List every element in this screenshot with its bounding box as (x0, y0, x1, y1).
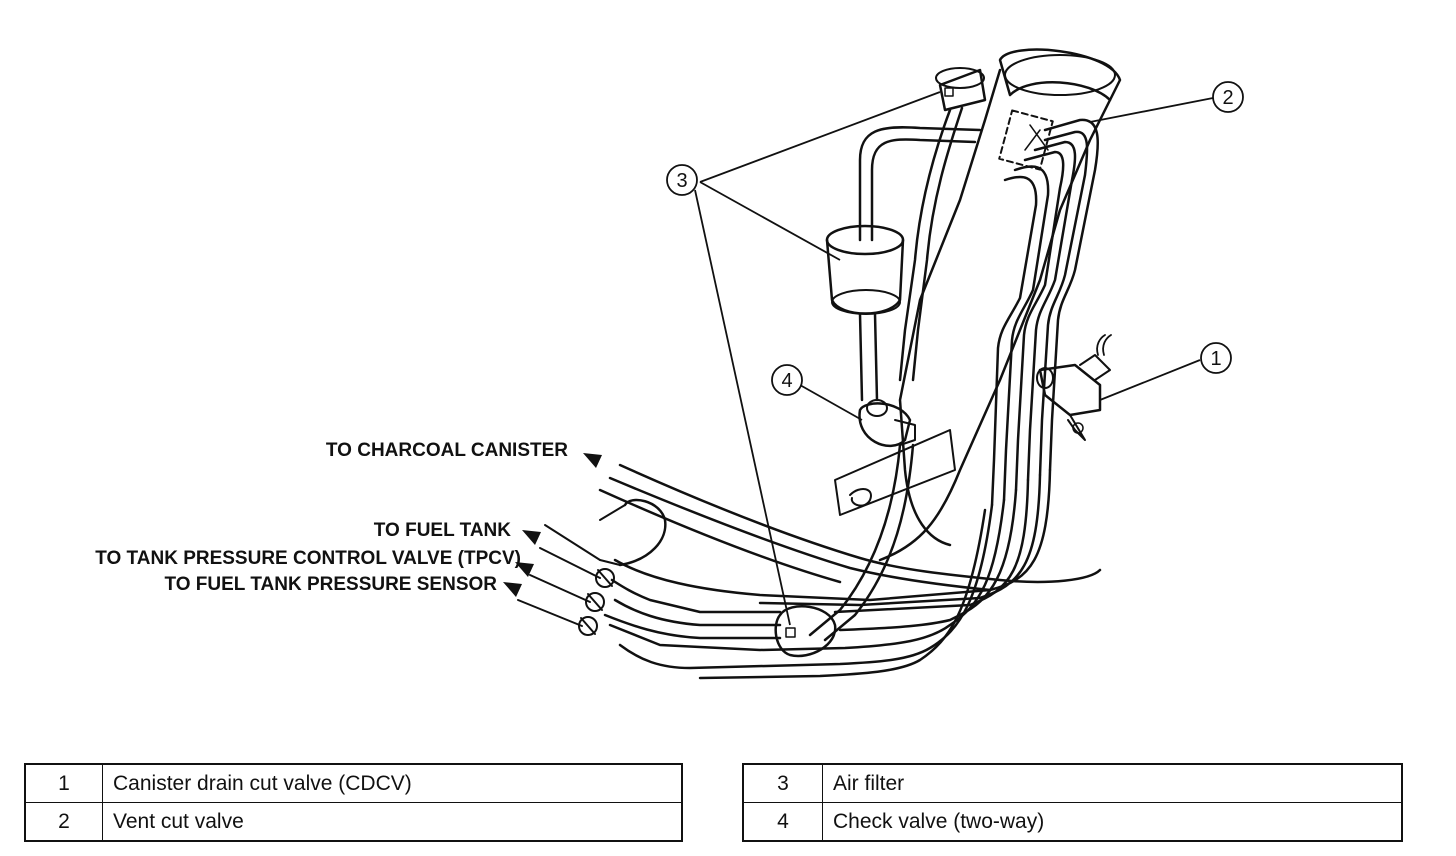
leader-4 (799, 384, 863, 421)
callout-4: 4 (781, 370, 792, 392)
filler-neck (834, 48, 1122, 562)
arrow-charcoal (583, 453, 602, 468)
callout-2: 2 (1222, 87, 1233, 109)
legend-table-left: 1 Canister drain cut valve (CDCV) 2 Vent… (24, 763, 683, 842)
vent-cut-valve (998, 109, 1054, 171)
fuel-tank-pipe (599, 498, 667, 567)
label-tpcv: TO TANK PRESSURE CONTROL VALVE (TPCV) (95, 548, 521, 569)
leader-3c (694, 189, 791, 626)
table-row: 3 Air filter (742, 763, 1403, 803)
callout-1-circle (1200, 342, 1232, 374)
arrow-tpcv (515, 562, 534, 577)
leader-3b (699, 181, 841, 261)
callout-3-circle (666, 164, 698, 196)
legend-table-right: 3 Air filter 4 Check valve (two-way) (742, 763, 1403, 842)
legend-num: 2 (24, 802, 103, 842)
hose-connectors (578, 568, 615, 636)
legend-text: Vent cut valve (102, 802, 683, 842)
air-filter-canister (825, 224, 905, 402)
arrow-fuel-tank (522, 530, 541, 545)
callout-3: 3 (676, 170, 687, 192)
callout-2-circle (1212, 81, 1244, 113)
label-fuel-tank: TO FUEL TANK (374, 520, 512, 541)
callout-4-circle (771, 364, 803, 396)
arrow-sensor (503, 582, 522, 597)
table-row: 1 Canister drain cut valve (CDCV) (24, 763, 683, 803)
legend-num: 1 (24, 763, 103, 803)
leader-3a (699, 91, 941, 183)
leader-2 (1089, 97, 1214, 123)
leader-1 (1099, 359, 1201, 401)
canister-drain-cut-valve (1036, 334, 1112, 441)
evap-hose-diagram: 3 2 1 4 TO CHARCOAL CANISTER TO FUEL TAN… (95, 48, 1244, 680)
table-row: 4 Check valve (two-way) (742, 802, 1403, 842)
legend-num: 4 (742, 802, 823, 842)
legend-num: 3 (742, 763, 823, 803)
callout-1: 1 (1210, 348, 1221, 370)
legend-text: Canister drain cut valve (CDCV) (102, 763, 683, 803)
table-row: 2 Vent cut valve (24, 802, 683, 842)
label-pressure-sensor: TO FUEL TANK PRESSURE SENSOR (164, 574, 497, 595)
legend-text: Air filter (822, 763, 1403, 803)
label-charcoal-canister: TO CHARCOAL CANISTER (326, 440, 568, 461)
air-filter-top (898, 67, 987, 382)
legend-text: Check valve (two-way) (822, 802, 1403, 842)
